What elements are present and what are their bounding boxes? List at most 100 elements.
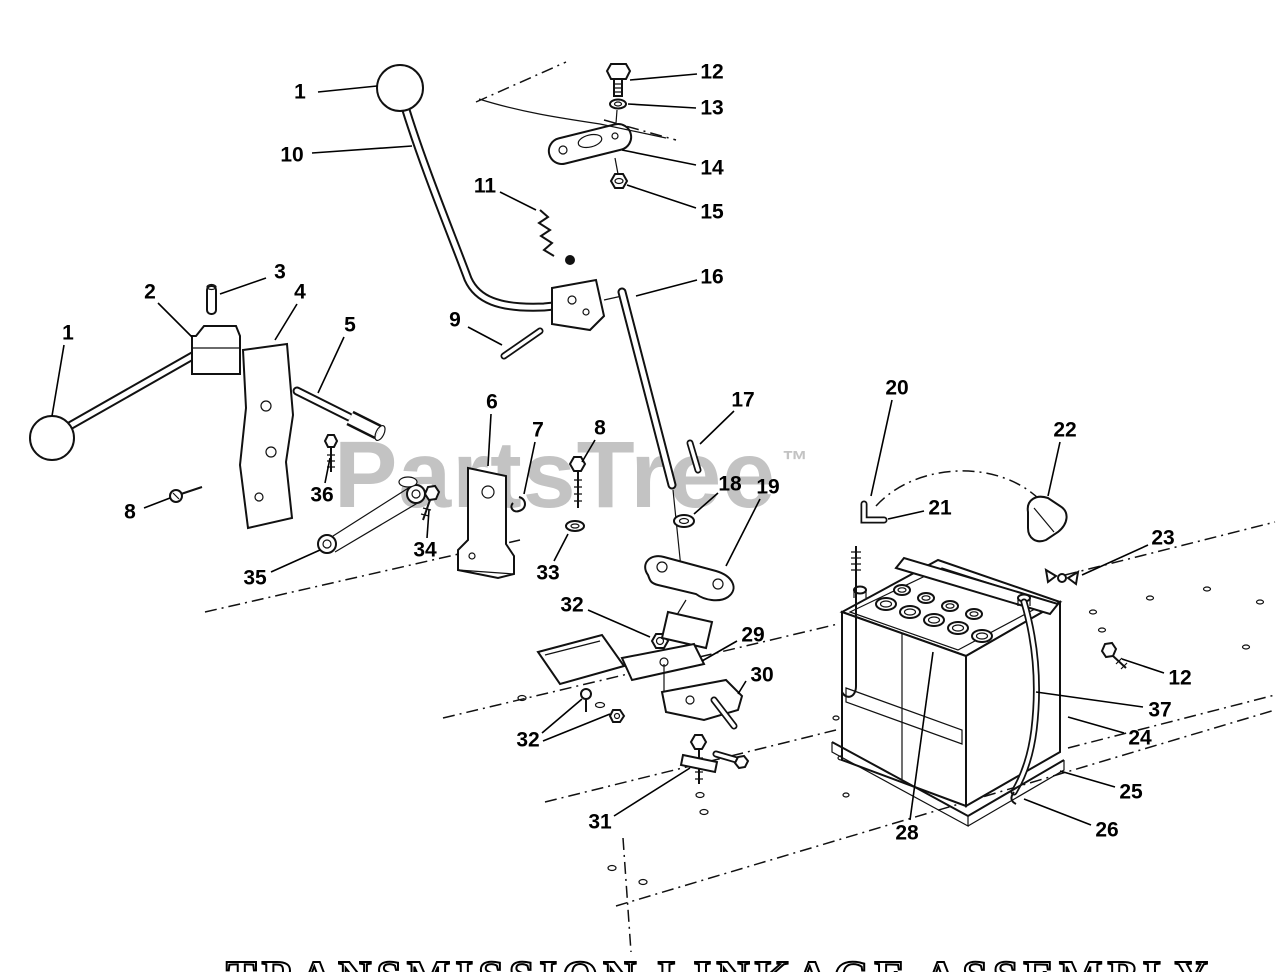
leader-line-12 <box>1121 658 1165 674</box>
part-pin-3 <box>206 283 217 315</box>
callout-19: 19 <box>756 476 779 499</box>
leader-line-11 <box>499 191 537 211</box>
part-plate-left-32 <box>536 633 626 686</box>
callout-22: 22 <box>1053 419 1076 442</box>
callout-16: 16 <box>700 266 723 289</box>
part-pin-rod-9 <box>500 327 544 360</box>
part-bracket-6 <box>457 466 515 580</box>
part-plate-4 <box>238 342 295 530</box>
leader-line-18 <box>693 492 719 515</box>
part-shift-rod-lower <box>617 287 702 569</box>
callout-31: 31 <box>588 811 612 834</box>
callout-17: 17 <box>731 389 754 412</box>
callout-15: 15 <box>700 201 724 224</box>
part-wingnut-23 <box>1044 568 1080 586</box>
callout-6: 6 <box>486 391 498 414</box>
battery-terminal-right <box>1017 593 1031 606</box>
callout-35: 35 <box>243 567 267 590</box>
leader-line-32 <box>542 713 611 742</box>
part-shift-lever-upper <box>376 64 579 312</box>
callout-12: 12 <box>700 61 723 84</box>
part-spring <box>537 209 575 265</box>
leader-line-34 <box>426 509 430 539</box>
callout-21: 21 <box>928 497 952 520</box>
part-cotter-7 <box>510 496 526 513</box>
part-bolt-34 <box>420 484 441 521</box>
callout-29: 29 <box>741 624 764 647</box>
leader-line-16 <box>635 279 698 297</box>
part-link-35 <box>317 476 426 554</box>
part-washer-18 <box>673 514 695 528</box>
part-bolt-8-mid <box>568 456 587 508</box>
callout-1: 1 <box>62 322 74 345</box>
callout-3: 3 <box>274 261 286 284</box>
watermark-trademark: ™ <box>782 445 810 475</box>
part-bolt-12-right <box>1100 641 1128 670</box>
callout-32: 32 <box>516 729 539 752</box>
leader-line-4 <box>274 303 298 341</box>
part-cable-37-24 <box>1010 598 1040 805</box>
callout-14: 14 <box>700 157 724 180</box>
part-shift-lever-left <box>29 349 201 461</box>
leader-line-33 <box>553 533 569 562</box>
part-washer-33 <box>565 520 585 532</box>
leader-line-6 <box>487 413 492 467</box>
leader-line-8 <box>143 497 171 509</box>
part-holddown-rod-20 <box>841 546 861 698</box>
part-pivot-bracket <box>551 278 623 332</box>
callout-1: 1 <box>294 81 306 104</box>
part-elbow-21 <box>860 500 888 524</box>
part-fasteners-32b <box>580 688 626 723</box>
leader-line-37 <box>1035 691 1144 708</box>
leader-line-13 <box>627 103 697 109</box>
leader-line-30 <box>737 680 747 695</box>
part-mount-plate-14 <box>547 122 633 175</box>
part-bracket-30 <box>660 678 744 730</box>
knob-ball-top <box>376 64 424 112</box>
leader-line-29 <box>701 640 738 662</box>
callout-28: 28 <box>895 822 919 845</box>
callout-34: 34 <box>413 539 437 562</box>
battery-caps-back <box>893 584 983 620</box>
part-nut-15 <box>609 173 629 189</box>
callout-32: 32 <box>560 594 583 617</box>
callout-23: 23 <box>1151 527 1174 550</box>
leader-line-8 <box>581 439 596 463</box>
callout-7: 7 <box>532 419 544 442</box>
callout-26: 26 <box>1095 819 1118 842</box>
callout-11: 11 <box>474 175 497 198</box>
callout-2: 2 <box>144 281 156 304</box>
callout-18: 18 <box>718 473 742 496</box>
part-screw-8-left <box>169 486 203 503</box>
part-terminal-cover-22 <box>1026 495 1068 543</box>
callout-12: 12 <box>1168 667 1191 690</box>
leader-line-9 <box>467 326 503 346</box>
leader-line-28 <box>909 651 934 821</box>
leader-line-25 <box>1059 770 1116 788</box>
leader-line-2 <box>157 302 193 338</box>
deck-edge-line <box>478 98 667 139</box>
leader-line-1 <box>51 344 65 417</box>
callout-10: 10 <box>280 144 303 167</box>
callout-8: 8 <box>594 417 606 440</box>
callout-25: 25 <box>1119 781 1143 804</box>
part-plate-29 <box>620 610 714 694</box>
leader-line-26 <box>1023 798 1092 826</box>
leader-line-7 <box>523 441 536 495</box>
leader-line-5 <box>317 336 345 394</box>
leader-line-19 <box>725 498 761 567</box>
callout-30: 30 <box>750 664 773 687</box>
page-title: TRANSMISSION LINKAGE ASSEMBLY <box>225 950 1213 972</box>
leader-line-1 <box>317 85 378 93</box>
leader-line-22 <box>1047 441 1061 497</box>
part-cable-end-26 <box>1010 791 1017 805</box>
callout-8: 8 <box>124 501 136 524</box>
callout-9: 9 <box>449 309 461 332</box>
leader-line-35 <box>270 549 321 573</box>
leader-line-15 <box>626 184 697 209</box>
leader-line-17 <box>699 410 735 445</box>
leader-line-23 <box>1081 544 1149 576</box>
part-bolt-36 <box>323 434 339 472</box>
